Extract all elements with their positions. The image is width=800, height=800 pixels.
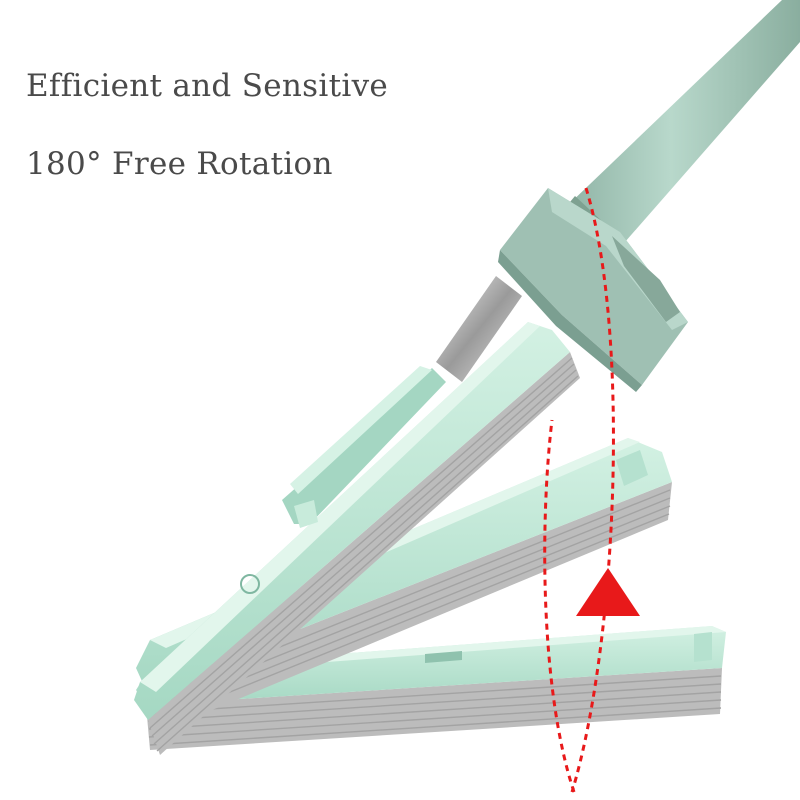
metal-rod (436, 276, 522, 382)
mop-handle (565, 0, 800, 250)
sponge-head-top (134, 322, 580, 755)
headline-rotation: 180° Free Rotation (26, 146, 333, 182)
headline-efficient: Efficient and Sensitive (26, 68, 389, 104)
pivot-joint (498, 188, 688, 392)
rotation-arrow-icon (543, 187, 640, 793)
